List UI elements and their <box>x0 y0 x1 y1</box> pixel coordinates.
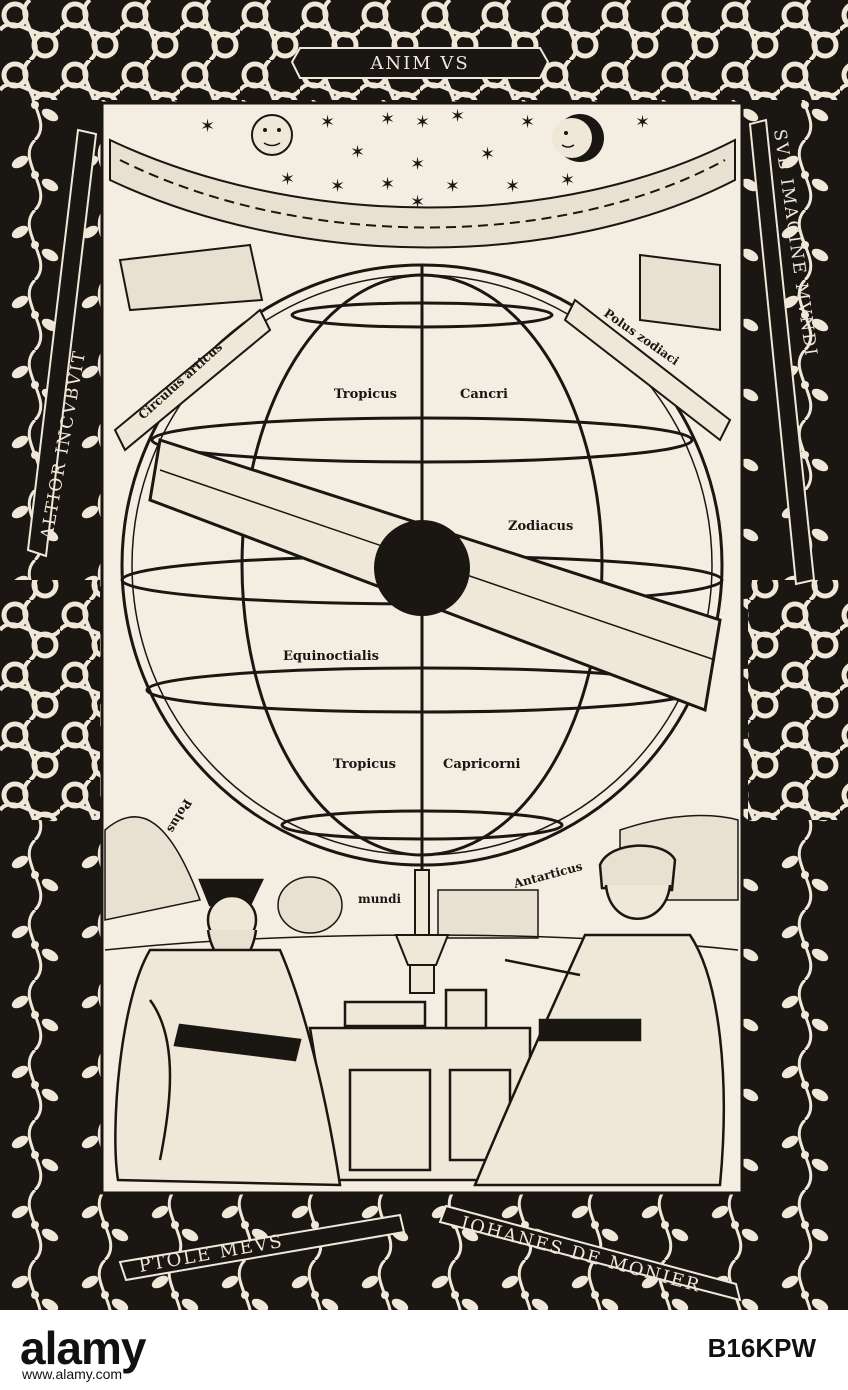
label-capricorni: Capricorni <box>443 757 521 772</box>
banner-top-text: ANIM VS <box>369 53 469 74</box>
svg-text:✶: ✶ <box>380 174 395 195</box>
polus-zodiaci-scroll <box>563 253 732 442</box>
svg-text:✶: ✶ <box>560 170 575 191</box>
svg-text:✶: ✶ <box>520 112 535 133</box>
svg-text:✶: ✶ <box>410 154 425 175</box>
svg-text:✶: ✶ <box>415 112 430 133</box>
moon-face-icon <box>552 114 604 162</box>
label-mundi: mundi <box>358 892 402 906</box>
svg-text:✶: ✶ <box>445 176 460 197</box>
stock-watermark-bar <box>0 1310 848 1390</box>
label-tropicus-bottom: Tropicus <box>333 757 396 772</box>
label-equinoctialis: Equinoctialis <box>283 649 379 664</box>
star-field: ✶✶✶ ✶✶✶ ✶✶✶ ✶✶✶ ✶✶✶ ✶✶ <box>200 106 650 213</box>
stock-url: www.alamy.com <box>22 1366 123 1382</box>
table <box>308 988 532 1182</box>
landscape <box>104 814 739 951</box>
svg-text:✶: ✶ <box>450 106 465 127</box>
banner-left-ribbon <box>26 128 98 558</box>
celestial-band <box>109 138 736 249</box>
svg-text:✶: ✶ <box>330 176 345 197</box>
svg-text:✶: ✶ <box>505 176 520 197</box>
sphere-pedestal <box>394 869 450 994</box>
engraving-plate: ANIM VS ALTIOR INCVBVIT SVB IMAGINE MVND… <box>0 0 848 1310</box>
banner-right-ribbon <box>748 118 816 586</box>
svg-text:✶: ✶ <box>410 192 425 213</box>
banner-top-ribbon <box>290 47 550 79</box>
svg-text:✶: ✶ <box>480 144 495 165</box>
label-cancri: Cancri <box>460 387 508 402</box>
figure-ptolemy <box>114 878 342 1187</box>
svg-text:✶: ✶ <box>635 112 650 133</box>
stock-image-id: B16KPW <box>707 1333 816 1363</box>
svg-text:✶: ✶ <box>350 142 365 163</box>
banner-bottom-ribbons <box>118 1204 742 1302</box>
earth-globe <box>374 520 470 616</box>
circulus-scroll <box>113 243 272 452</box>
svg-text:✶: ✶ <box>280 169 295 190</box>
svg-text:✶: ✶ <box>380 109 395 130</box>
figure-regiomontanus <box>473 844 725 1187</box>
label-zodiacus: Zodiacus <box>508 519 573 534</box>
label-tropicus-top: Tropicus <box>334 387 397 402</box>
stock-logo: alamy <box>20 1322 146 1374</box>
svg-text:✶: ✶ <box>200 116 215 137</box>
svg-text:✶: ✶ <box>320 112 335 133</box>
sun-face-icon <box>251 114 293 156</box>
